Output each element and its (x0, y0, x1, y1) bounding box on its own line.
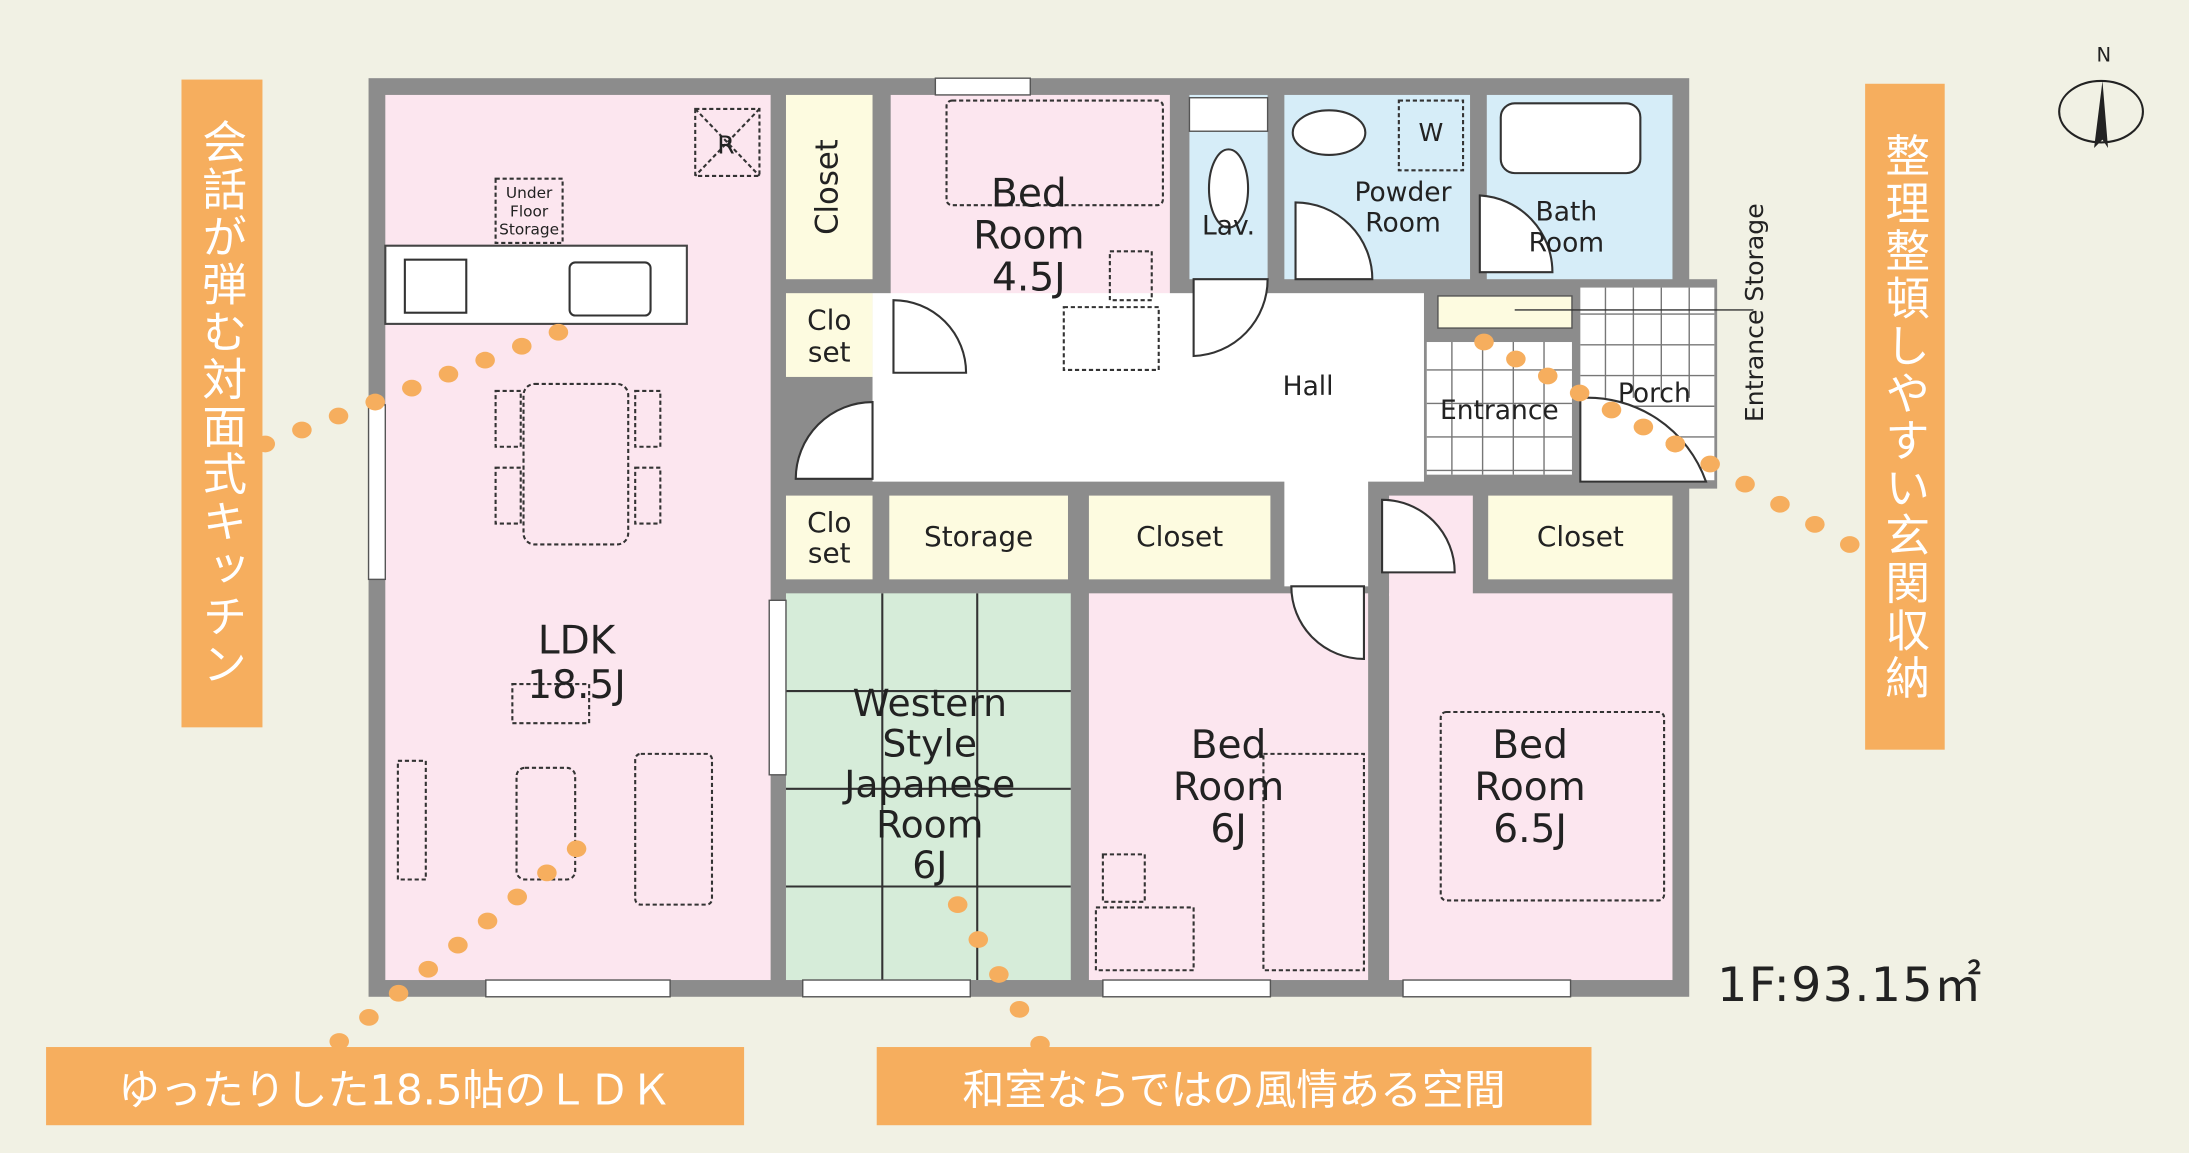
japanese-room (785, 593, 1071, 981)
hall-lower (1284, 474, 1369, 587)
entrance-storage-label: Entrance Storage (1740, 203, 1769, 422)
washer-mark: W (1419, 118, 1444, 147)
japanese-size: 6J (912, 843, 947, 887)
leader-dot (537, 864, 557, 882)
leader-dot (402, 379, 422, 397)
closet-right-label: Closet (1537, 520, 1624, 553)
closet-right (1488, 495, 1673, 580)
fixtures (403, 102, 1642, 317)
leader-dot (388, 984, 409, 1002)
leader-dot (1601, 401, 1622, 419)
closet-small-a (785, 293, 873, 377)
porch-label: Porch (1618, 378, 1691, 409)
leader-dot (448, 936, 468, 954)
bedroom-2 (1088, 593, 1369, 981)
leader-dot (548, 323, 569, 341)
leader-dot (1474, 333, 1494, 351)
ldk-size: 18.5J (527, 663, 626, 708)
callout-dot-leaders (255, 323, 1860, 1053)
bed2-line1: Bed (1191, 723, 1267, 768)
leader-dot (328, 407, 349, 425)
leader-dot (359, 1008, 379, 1026)
powder-line2: Room (1365, 208, 1441, 239)
entrance-label: Entrance (1440, 395, 1559, 426)
bath-line1: Bath (1536, 197, 1598, 228)
ldk-room (385, 94, 771, 981)
powder-line1: Powder (1355, 177, 1452, 208)
leader-dot (1805, 515, 1825, 533)
leader-dot (512, 337, 532, 355)
leader-dot (438, 365, 459, 383)
leader-dot (1700, 455, 1720, 473)
closet-a-line2: set (808, 336, 851, 369)
leader-dot (1665, 435, 1686, 453)
leader-dot (1569, 384, 1590, 402)
closet-top-label: Closet (810, 139, 846, 235)
leader-dot (477, 912, 498, 930)
bed1-size: 4.5J (992, 255, 1066, 300)
tatami-lines (785, 593, 1071, 981)
leader-dot (947, 896, 968, 914)
hall (872, 293, 1424, 482)
furniture (396, 99, 1666, 972)
callout-kitchen: 会話が弾む対面式キッチン (181, 79, 263, 728)
leader-dot (1839, 536, 1860, 553)
leader-dot (968, 931, 989, 948)
japanese-line3: Japanese (842, 762, 1015, 806)
leader-dot (1537, 367, 1558, 385)
fridge-mark: R (717, 131, 734, 160)
underfloor-line3: Storage (499, 221, 559, 239)
leader-dot (566, 840, 587, 858)
closet-top (785, 94, 873, 280)
bath-line2: Room (1529, 227, 1605, 258)
japanese-line2: Style (882, 722, 977, 766)
leader-dot (365, 393, 385, 411)
bed3-line2: Room (1474, 765, 1585, 810)
entrance-floor (1426, 342, 1572, 475)
doors (794, 194, 1708, 660)
bed3-line1: Bed (1492, 723, 1568, 768)
leader-dot (1770, 495, 1790, 513)
closet-small-b (785, 495, 873, 580)
leader-dot (418, 960, 439, 978)
closet-mid-label: Closet (1136, 520, 1223, 553)
bed1-line2: Room (973, 213, 1084, 258)
japanese-line4: Room (876, 803, 983, 847)
compass-n-label: N (2097, 43, 2112, 66)
windows (367, 77, 1572, 998)
bed2-size: 6J (1210, 807, 1246, 852)
leader-dot (292, 421, 312, 439)
leader-dot (989, 966, 1009, 983)
leader-dot (1506, 350, 1526, 368)
underfloor-line2: Floor (510, 202, 549, 220)
closet-b-line1: Clo (807, 506, 851, 539)
callout-ldk: ゆったりした18.5帖のＬＤＫ (46, 1047, 745, 1126)
leader-dot (329, 1033, 350, 1050)
underfloor-line1: Under (506, 184, 553, 202)
callout-japanese-room: 和室ならではの風情ある空間 (876, 1047, 1592, 1126)
storage-label: Storage (924, 520, 1033, 553)
closet-mid (1088, 495, 1271, 580)
leader-dot (507, 888, 528, 906)
leader-dot (1009, 1000, 1030, 1018)
bedroom-3 (1389, 593, 1673, 981)
closet-b-line2: set (808, 537, 851, 570)
leader-dot (1735, 475, 1755, 493)
japanese-line1: Western (852, 681, 1007, 725)
ldk-label: LDK (538, 618, 617, 663)
leader-dot (1633, 418, 1654, 436)
north-compass-icon: N (2058, 43, 2144, 148)
bed1-line1: Bed (991, 172, 1067, 217)
bed3-size: 6.5J (1493, 807, 1567, 852)
leader-dot (475, 351, 495, 369)
callout-entrance-storage: 整理整頓しやすい玄関収納 (1865, 83, 1945, 750)
storage-room (889, 495, 1068, 580)
closet-a-line1: Clo (807, 303, 851, 336)
bed2-line2: Room (1173, 765, 1284, 810)
hall-label: Hall (1283, 371, 1334, 402)
lav-label: Lav. (1202, 211, 1255, 242)
entrance-storage-shelf (1437, 295, 1573, 329)
floor-area-label: 1F:93.15㎡ (1717, 957, 1983, 1014)
